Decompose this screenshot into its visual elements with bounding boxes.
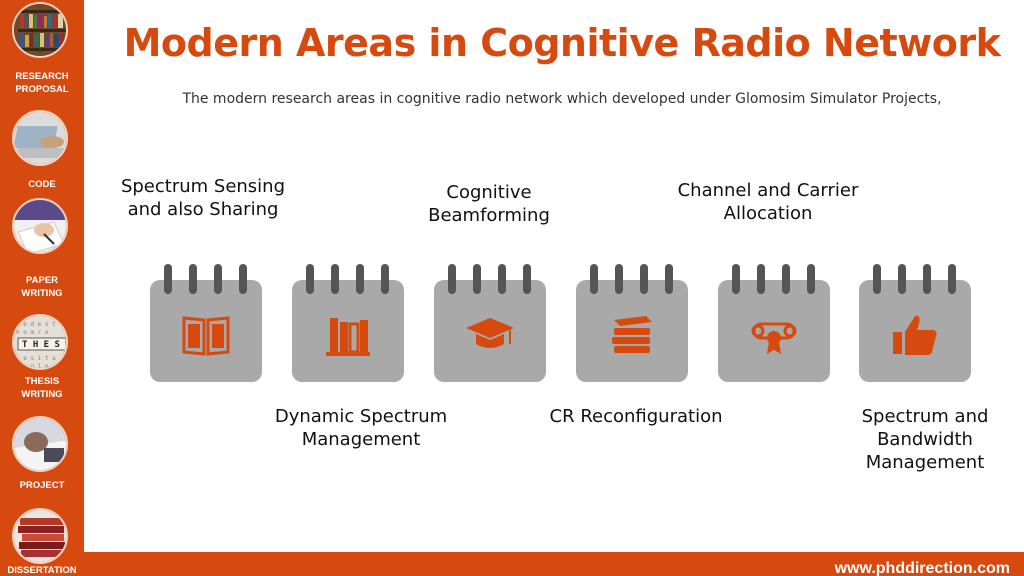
desk-icon[interactable] <box>12 416 68 472</box>
books-icon <box>326 318 370 356</box>
sidebar-label-dissertation[interactable]: DISSERTATION <box>7 565 77 576</box>
sidebar: RESEARCH PROPOSAL CODE PAPER WRITING a b… <box>0 0 84 576</box>
book-stack-icon[interactable] <box>12 508 68 564</box>
svg-text:n e s i t a: n e s i t a <box>16 355 56 362</box>
book-stack-icon <box>612 316 652 353</box>
thesis-icon[interactable]: a b d e s t h o m r e n e s i t a r c o … <box>12 314 68 370</box>
diploma-icon <box>751 322 797 354</box>
graduation-cap-icon <box>466 318 514 348</box>
area-label-spectrum-sensing: Spectrum Sensing and also Sharing <box>120 176 286 220</box>
sidebar-label-thesis-writing[interactable]: THESIS WRITING <box>21 376 63 400</box>
sidebar-label-code[interactable]: CODE <box>28 179 56 190</box>
sidebar-label-research-proposal[interactable]: RESEARCH PROPOSAL <box>15 71 69 95</box>
footer-url[interactable]: www.phddirection.com <box>834 560 1010 576</box>
open-book-icon <box>182 316 230 356</box>
thumbs-up-icon <box>893 315 937 355</box>
page-subtitle: The modern research areas in cognitive r… <box>182 91 942 107</box>
calendar-card-spectrum-bandwidth <box>859 264 971 382</box>
svg-text:T H E S I S: T H E S I S <box>22 340 68 350</box>
area-label-cr-reconfiguration: CR Reconfiguration <box>549 406 723 427</box>
area-label-channel-carrier: Channel and Carrier Allocation <box>677 180 859 224</box>
area-label-cognitive-beamforming: Cognitive Beamforming <box>428 182 550 226</box>
page-title: Modern Areas in Cognitive Radio Network <box>123 21 1001 65</box>
calendar-card-cognitive-beamforming <box>434 264 546 382</box>
bookshelf-icon[interactable] <box>12 2 68 58</box>
area-label-spectrum-bandwidth: Spectrum and Bandwidth Management <box>861 406 989 473</box>
area-label-dynamic-spectrum: Dynamic Spectrum Management <box>274 406 448 450</box>
svg-text:h o m r e: h o m r e <box>16 329 49 336</box>
calendar-card-spectrum-sensing <box>150 264 262 382</box>
sidebar-label-paper-writing[interactable]: PAPER WRITING <box>21 275 63 299</box>
sidebar-label-project[interactable]: PROJECT <box>19 480 65 491</box>
laptop-icon[interactable] <box>12 110 68 166</box>
footer-bar: www.phddirection.com <box>84 552 1024 576</box>
calendar-card-dynamic-spectrum <box>292 264 404 382</box>
svg-text:a b d e s t: a b d e s t <box>16 321 56 328</box>
calendar-card-channel-carrier <box>718 264 830 382</box>
writing-hand-icon[interactable] <box>12 198 68 254</box>
calendar-card-cr-reconfiguration <box>576 264 688 382</box>
svg-text:r c o l e m: r c o l e m <box>16 363 56 370</box>
